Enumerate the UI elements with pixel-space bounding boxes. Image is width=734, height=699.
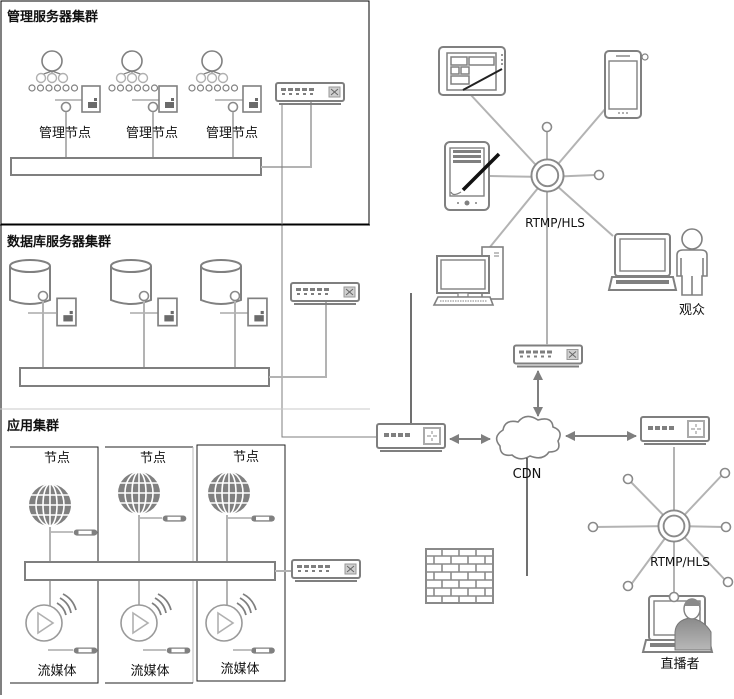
management-node-1[interactable]: 管理节点 <box>28 50 101 158</box>
app-node-2[interactable] <box>117 471 191 654</box>
database-node-1[interactable] <box>9 259 77 368</box>
cdn-label: CDN <box>513 467 542 482</box>
usb-icon <box>166 647 191 654</box>
port-icon <box>60 101 72 113</box>
endpoint-icon <box>668 591 680 603</box>
server-icon <box>81 85 101 113</box>
stream-label: 流媒体 <box>220 662 259 677</box>
endpoint-icon <box>719 467 731 479</box>
app-node-3[interactable] <box>205 471 275 654</box>
cdn-cloud-icon[interactable] <box>495 415 561 460</box>
viewer-person-icon <box>676 228 708 296</box>
port-icon <box>37 290 49 302</box>
network-core: CDN <box>376 293 710 604</box>
server-icon <box>247 297 268 327</box>
management-cluster-title: 管理服务器集群 <box>7 9 98 25</box>
org-chart-icon <box>188 50 239 92</box>
database-cluster-title: 数据库服务器集群 <box>7 234 111 250</box>
trunk-line <box>281 104 376 438</box>
org-chart-icon <box>28 50 79 92</box>
management-node-2[interactable]: 管理节点 <box>108 50 178 158</box>
server-icon <box>158 85 178 113</box>
server-icon <box>56 297 77 327</box>
database-switch-icon[interactable] <box>290 282 360 305</box>
application-cluster: 应用集群 节点 节点 节点 <box>7 418 361 684</box>
stream-label: 流媒体 <box>37 664 76 679</box>
stream-label: 流媒体 <box>130 664 169 679</box>
application-cluster-title: 应用集群 <box>7 418 59 434</box>
usb-icon <box>251 515 275 522</box>
smartphone-icon[interactable] <box>604 50 649 119</box>
broadcaster-hub-icon[interactable] <box>657 509 691 543</box>
usb-icon <box>162 515 187 522</box>
management-node-label: 管理节点 <box>126 126 178 141</box>
server-icon <box>242 85 262 113</box>
globe-icon <box>117 471 161 515</box>
database-node-3[interactable] <box>200 259 268 368</box>
usb-icon <box>73 647 98 654</box>
viewer-switch-icon[interactable] <box>513 344 583 368</box>
application-bus <box>24 561 276 581</box>
app-node-label: 节点 <box>44 451 70 466</box>
viewer-label: 观众 <box>679 303 705 318</box>
usb-icon <box>251 647 275 654</box>
laptop-icon[interactable] <box>607 233 678 291</box>
management-node-label: 管理节点 <box>206 126 258 141</box>
viewer-hub-icon[interactable] <box>530 158 565 193</box>
management-bus <box>10 157 262 176</box>
endpoint-icon <box>593 169 605 181</box>
pda-icon[interactable] <box>444 141 501 211</box>
management-switch-icon[interactable] <box>275 82 345 105</box>
server-icon <box>157 297 178 327</box>
desktop-computer-icon[interactable] <box>432 246 504 306</box>
application-switch-icon[interactable] <box>291 559 361 582</box>
app-node-label: 节点 <box>233 450 259 465</box>
endpoint-icon <box>541 121 553 133</box>
globe-icon <box>28 483 72 527</box>
left-router-icon[interactable] <box>376 423 446 452</box>
database-cluster: 数据库服务器集群 <box>0 224 370 695</box>
app-node-1[interactable] <box>25 483 98 654</box>
org-chart-icon <box>108 50 159 92</box>
broadcaster-distribution: RTMP/HLS 直播者 <box>587 447 734 672</box>
streaming-media-icon <box>120 593 172 642</box>
protocol-label-bottom: RTMP/HLS <box>650 555 710 569</box>
app-node-label: 节点 <box>140 451 166 466</box>
database-bus <box>19 367 270 387</box>
endpoint-icon <box>622 580 634 592</box>
management-node-3[interactable]: 管理节点 <box>188 50 262 158</box>
port-icon <box>138 290 150 302</box>
right-router-icon[interactable] <box>640 416 710 445</box>
broadcaster-label: 直播者 <box>660 657 699 672</box>
endpoint-icon <box>622 473 634 485</box>
port-icon <box>147 101 159 113</box>
protocol-label-top: RTMP/HLS <box>525 216 585 230</box>
endpoint-icon <box>587 521 599 533</box>
tablet-icon[interactable] <box>438 46 506 96</box>
management-cluster-border <box>0 0 370 225</box>
management-node-label: 管理节点 <box>39 126 91 141</box>
usb-icon <box>73 529 98 536</box>
endpoint-icon <box>720 521 732 533</box>
viewer-distribution: RTMP/HLS <box>432 46 708 345</box>
globe-icon <box>207 471 251 515</box>
endpoint-icon <box>722 576 734 588</box>
port-icon <box>229 290 241 302</box>
broadcaster-person-icon <box>674 598 712 651</box>
management-cluster: 管理服务器集群 管理节点 管理节点 管理节点 <box>0 0 370 225</box>
firewall-icon[interactable] <box>425 548 494 604</box>
database-node-2[interactable] <box>110 259 178 368</box>
port-icon <box>227 101 239 113</box>
streaming-media-icon <box>205 593 257 642</box>
